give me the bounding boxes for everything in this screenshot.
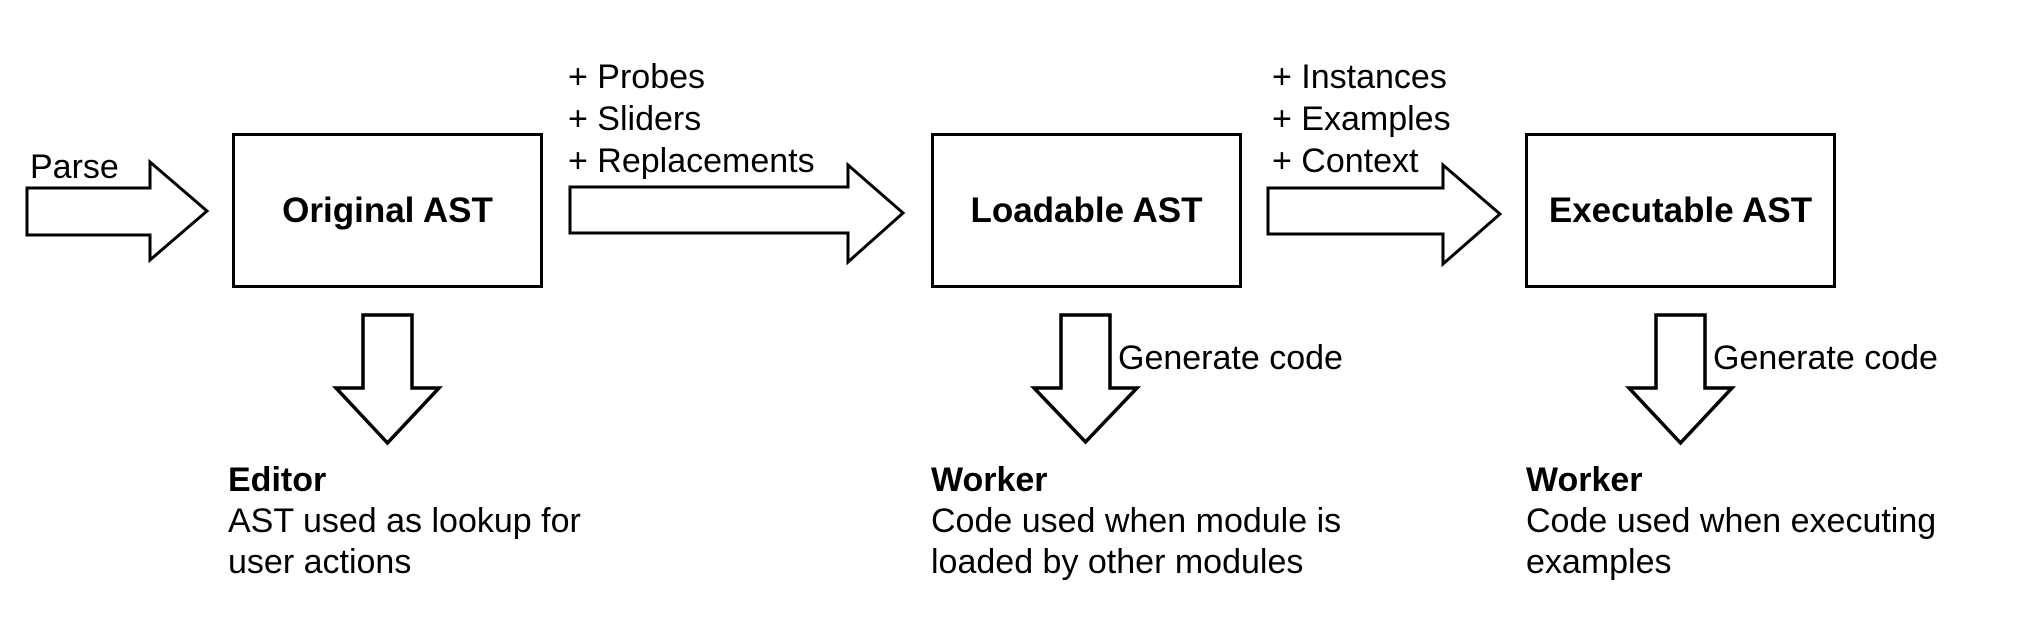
addition-item: + Sliders [568,100,702,138]
output-title: Editor [228,461,327,499]
addition-item: + Probes [568,58,706,96]
node-original-ast-label: Original AST [282,190,493,230]
parse-right-arrow-icon [25,158,210,264]
output-editor: Editor AST used as lookup for user actio… [228,460,581,583]
down-arrow-editor-icon [331,313,444,446]
output-line: user actions [228,543,412,581]
additions-list-1: + Probes + Sliders + Replacements [568,56,815,182]
generate-code-label-1: Generate code [1118,339,1343,377]
transform-right-arrow-2-icon [1266,161,1503,268]
output-line: AST used as lookup for [228,502,581,540]
down-arrow-worker-2-icon [1624,313,1737,446]
addition-item: + Context [1272,142,1419,180]
output-worker-1: Worker Code used when module is loaded b… [931,460,1341,583]
node-loadable-ast: Loadable AST [931,133,1242,288]
output-line: Code used when executing [1526,502,1937,540]
output-title: Worker [931,461,1048,499]
parse-label: Parse [30,148,119,186]
output-title: Worker [1526,461,1643,499]
addition-item: + Examples [1272,100,1451,138]
output-line: examples [1526,543,1672,581]
additions-list-2: + Instances + Examples + Context [1272,56,1451,182]
down-arrow-worker-1-icon [1029,313,1142,445]
output-line: Code used when module is [931,502,1342,540]
addition-item: + Instances [1272,58,1447,96]
generate-code-label-2: Generate code [1713,339,1938,377]
node-loadable-ast-label: Loadable AST [970,190,1203,230]
node-executable-ast: Executable AST [1525,133,1836,288]
output-worker-2: Worker Code used when executing examples [1526,460,1936,583]
output-line: loaded by other modules [931,543,1304,581]
node-original-ast: Original AST [232,133,543,288]
transform-right-arrow-1-icon [568,161,906,266]
addition-item: + Replacements [568,142,815,180]
node-executable-ast-label: Executable AST [1548,190,1813,230]
